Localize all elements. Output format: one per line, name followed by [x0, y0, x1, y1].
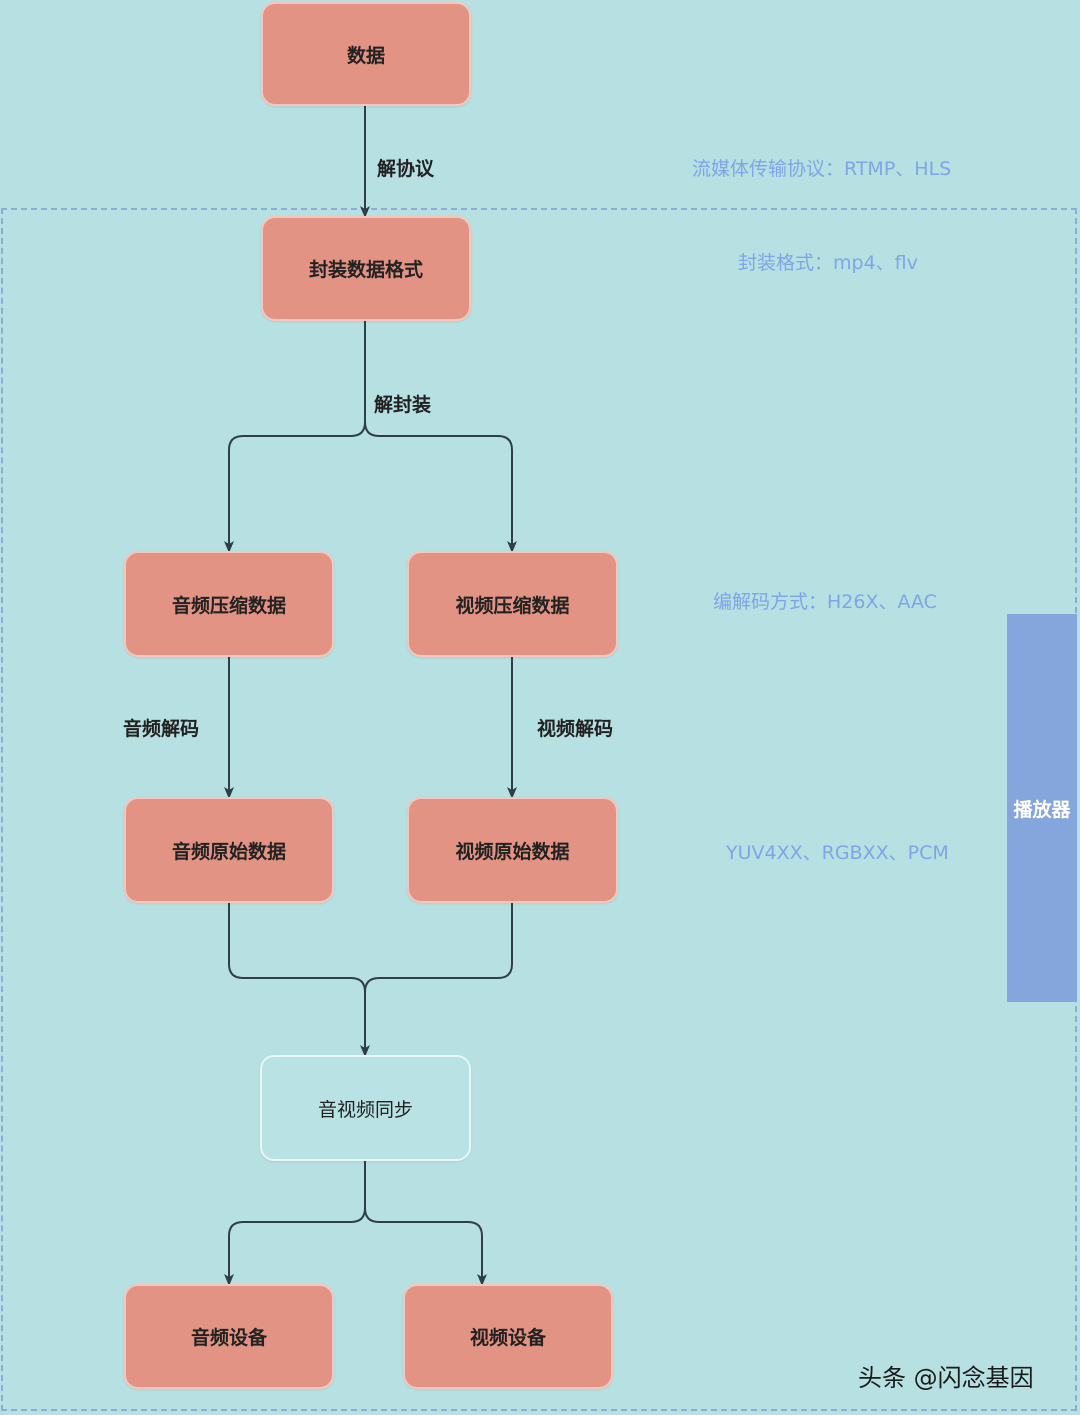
node-video-compressed: 视频压缩数据 — [407, 551, 618, 657]
node-av-sync-label: 音视频同步 — [317, 1098, 413, 1121]
node-data: 数据 — [261, 2, 471, 106]
node-data-label: 数据 — [346, 44, 385, 67]
edge-label-demux: 解封装 — [374, 394, 432, 416]
node-audio-raw: 音频原始数据 — [124, 797, 334, 903]
node-audio-raw-label: 音频原始数据 — [171, 840, 286, 863]
node-video-device: 视频设备 — [403, 1284, 613, 1389]
player-label-bar: 播放器 — [1007, 614, 1077, 1002]
note-streaming-protocol: 流媒体传输协议：RTMP、HLS — [692, 158, 952, 180]
player-label: 播放器 — [1013, 798, 1071, 821]
node-audio-device-label: 音频设备 — [190, 1327, 267, 1349]
node-container-format-label: 封装数据格式 — [308, 259, 423, 281]
edge-audio-to-sync — [228, 903, 370, 1057]
edge-video-to-sync — [364, 903, 513, 993]
note-raw-formats: YUV4XX、RGBXX、PCM — [726, 842, 949, 864]
edge-label-deprotocol: 解协议 — [377, 158, 435, 180]
note-container-format: 封装格式：mp4、flv — [738, 252, 918, 274]
watermark: 头条 @闪念基因 — [858, 1364, 1034, 1392]
node-container-format: 封装数据格式 — [261, 216, 471, 321]
edge-sync-to-audio-device — [224, 1161, 366, 1286]
edge-label-audio-decode: 音频解码 — [123, 718, 200, 740]
edge-container-trunk — [224, 321, 366, 553]
node-video-device-label: 视频设备 — [469, 1327, 546, 1349]
node-av-sync: 音视频同步 — [260, 1055, 471, 1161]
edge-sync-to-video-device — [364, 1207, 487, 1286]
node-video-compressed-label: 视频压缩数据 — [455, 594, 570, 617]
edge-label-video-decode: 视频解码 — [537, 718, 614, 740]
node-audio-compressed-label: 音频压缩数据 — [171, 594, 286, 617]
node-audio-compressed: 音频压缩数据 — [124, 551, 334, 657]
node-video-raw-label: 视频原始数据 — [455, 840, 570, 863]
note-codec: 编解码方式：H26X、AAC — [713, 591, 937, 613]
edge-container-to-video — [364, 421, 517, 553]
node-audio-device: 音频设备 — [124, 1284, 334, 1389]
node-video-raw: 视频原始数据 — [407, 797, 618, 903]
